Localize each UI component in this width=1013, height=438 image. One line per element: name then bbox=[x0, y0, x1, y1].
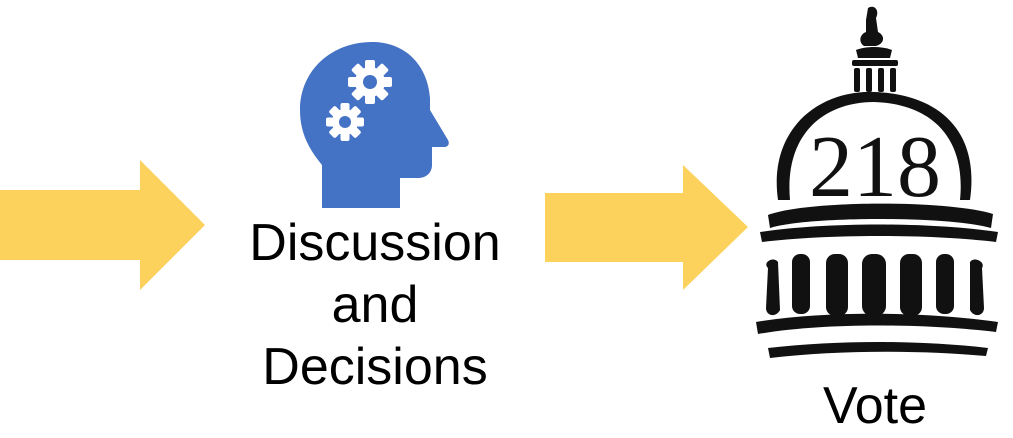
arrow-left bbox=[0, 160, 205, 290]
capitol-logo-number: 218 bbox=[809, 119, 941, 216]
discussion-label-line2: and bbox=[331, 276, 419, 334]
discussion-label-line1: Discussion bbox=[249, 214, 501, 272]
head-gears-icon bbox=[300, 42, 449, 208]
vote-label: Vote bbox=[822, 377, 928, 435]
discussion-label-line3: Decisions bbox=[262, 338, 488, 396]
discussion-label: Discussion and Decisions bbox=[225, 212, 525, 398]
arrow-right bbox=[545, 165, 748, 290]
capitol-dome-icon: 218 bbox=[756, 6, 998, 358]
